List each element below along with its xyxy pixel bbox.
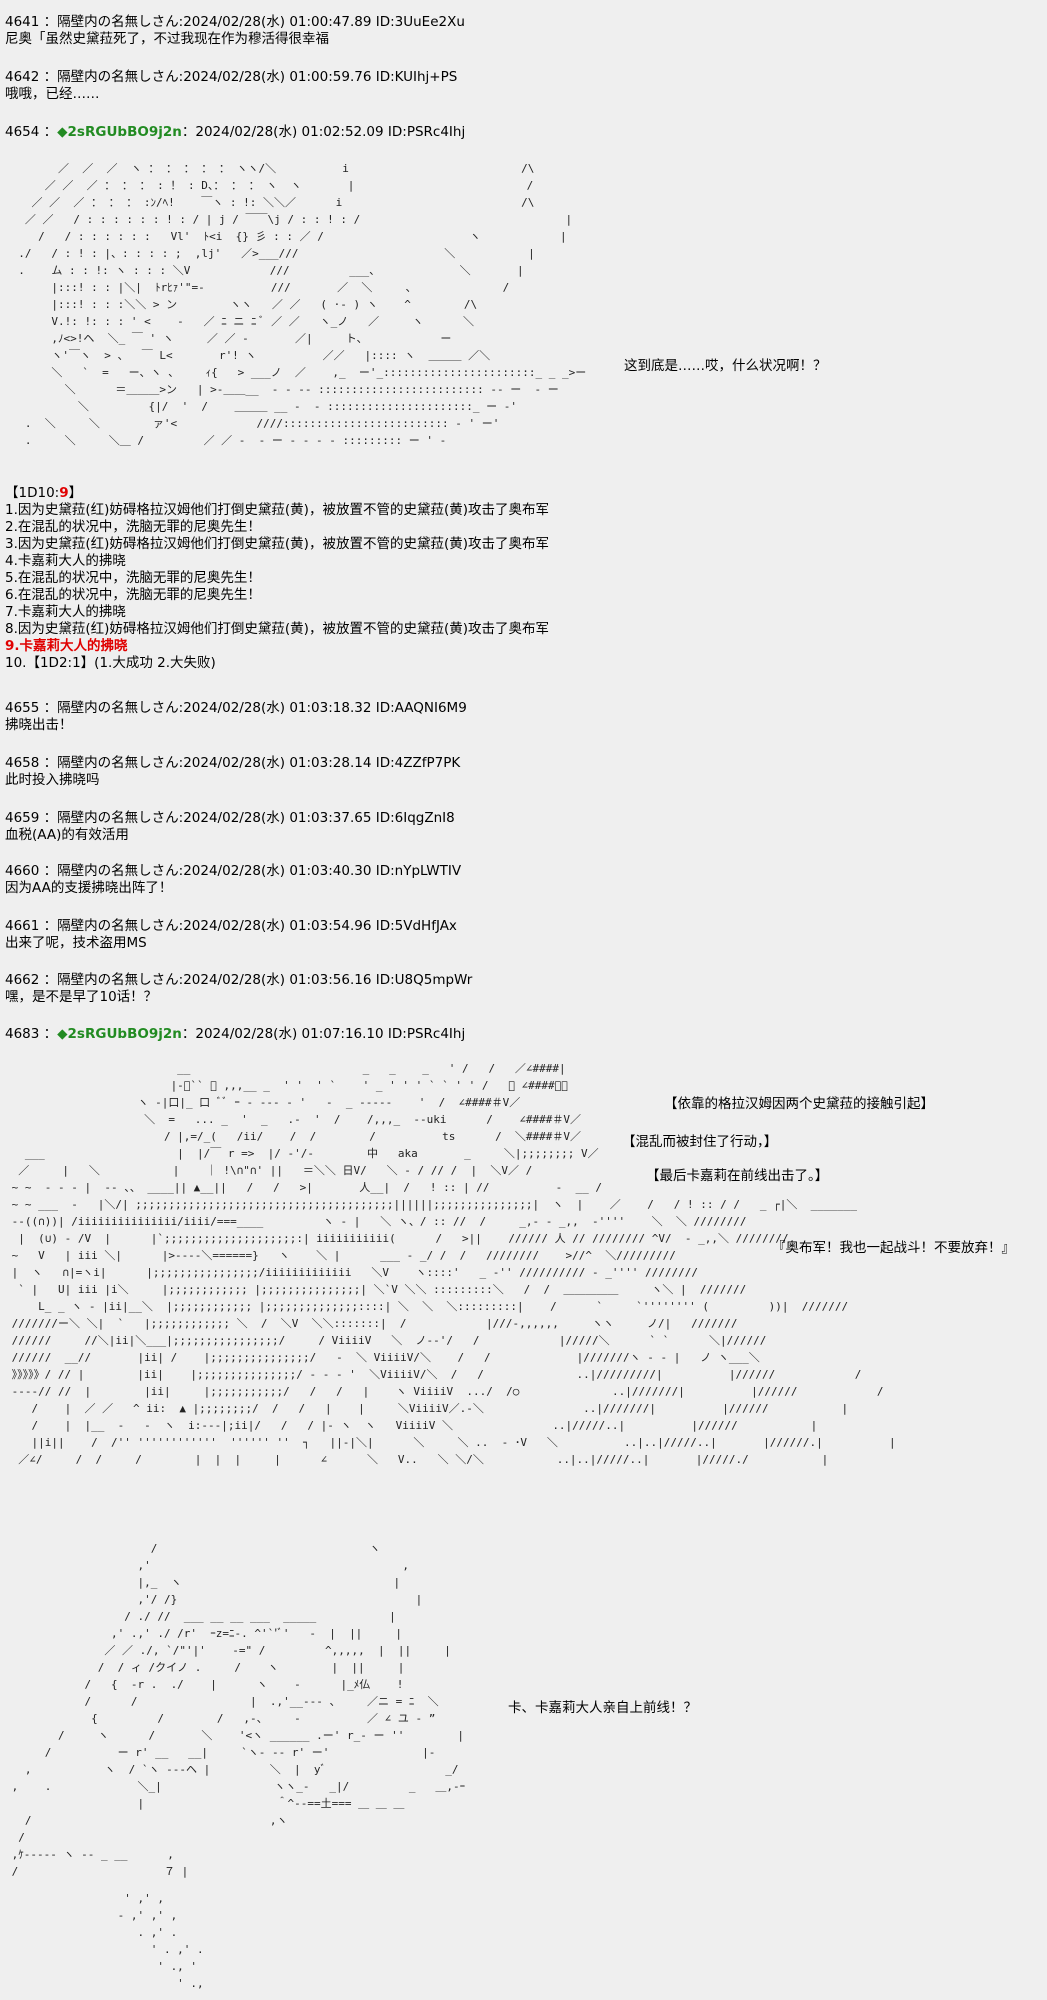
dice-value: 9 [59,485,69,501]
post-text: 哦哦，已经…… [5,86,100,102]
post: 4654 ：◆2sRGUbBO9j2n：2024/02/28(水) 01:02:… [5,124,465,141]
post-text: 血税(AA)的有效活用 [5,827,129,843]
dice-header-open: 【1D10: [5,485,60,501]
post: 4658 ：隔壁内の名無しさん:2024/02/28(水) 01:03:28.1… [5,755,460,789]
post: 4661 ：隔壁内の名無しさん:2024/02/28(水) 01:03:54.9… [5,918,457,952]
list-item: 10.【1D2:1】(1.大成功 2.大失败) [5,655,216,671]
dice-header: 【1D10:9】 [5,485,549,502]
post-meta: ：2024/02/28(水) 01:02:52.09 ID:PSRc4Ihj [181,124,466,140]
narration-caption: 【混乱而被封住了行动，】 [622,1134,778,1150]
post-text: 出来了呢，技术盗用MS [5,935,147,951]
dialogue-caption: 『奥布军！我也一起战斗！不要放弃！』 [772,1240,1015,1256]
ascii-art-panel-2: __ _ _ _ ' / / ／∠####| |-ﾞ`` ｰ ,,,__ _ '… [11,1062,896,1466]
ascii-art-panel-3: / ヽ ,' , |,_ ヽ | ,'/ /} [11,1542,466,1878]
post-header: 4659 ：隔壁内の名無しさん:2024/02/28(水) 01:03:37.6… [5,810,455,826]
list-item: 3.因为史黛菈(红)妨碍格拉汉姆他们打倒史黛菈(黄)，被放置不管的史黛菈(黄)攻… [5,536,549,552]
post-header: 4658 ：隔壁内の名無しさん:2024/02/28(水) 01:03:28.1… [5,755,461,771]
post-number: 4654 ： [5,124,58,140]
dialogue-caption: 卡、卡嘉莉大人亲自上前线！？ [508,1700,697,1716]
post-text: 嘿，是不是早了10话！？ [5,989,158,1005]
post-text: 因为AA的支援拂晓出阵了！ [5,880,173,896]
narration-caption: 【最后卡嘉莉在前线出击了。】 [646,1168,829,1184]
post: 4660 ：隔壁内の名無しさん:2024/02/28(水) 01:03:40.3… [5,863,461,897]
list-item-selected: 9.卡嘉莉大人的拂晓 [5,638,128,654]
ascii-art-panel-4: ' ,' , ‐ ,' ,' , . ,' . ' . ,' .. ' ., '… [117,1892,205,1990]
post: 4683 ：◆2sRGUbBO9j2n：2024/02/28(水) 01:07:… [5,1026,465,1043]
post-header: 4654 ：◆2sRGUbBO9j2n：2024/02/28(水) 01:02:… [5,124,465,141]
post-text: 尼奥「虽然史黛菈死了，不过我现在作为穆活得很幸福 [5,31,329,47]
post-header: 4662 ：隔壁内の名無しさん:2024/02/28(水) 01:03:56.1… [5,972,473,988]
list-item: 8.因为史黛菈(红)妨碍格拉汉姆他们打倒史黛菈(黄)，被放置不管的史黛菈(黄)攻… [5,621,549,637]
post: 4662 ：隔壁内の名無しさん:2024/02/28(水) 01:03:56.1… [5,972,472,1006]
narration-caption: 【依靠的格拉汉姆因两个史黛菈的接触引起】 [664,1096,934,1112]
post: 4641 ：隔壁内の名無しさん:2024/02/28(水) 01:00:47.8… [5,14,465,48]
dice-header-close: 】 [68,485,83,501]
post-text: 拂晓出击！ [5,717,73,733]
post-text: 此时投入拂晓吗 [5,772,100,788]
list-item: 7.卡嘉莉大人的拂晓 [5,604,126,620]
dice-result-list: 【1D10:9】 1.因为史黛菈(红)妨碍格拉汉姆他们打倒史黛菈(黄)，被放置不… [5,485,549,672]
post-number: 4683 ： [5,1026,58,1042]
dialogue-caption: 这到底是……哎，什么状况啊！？ [624,358,827,374]
list-item: 5.在混乱的状况中，洗脑无罪的尼奥先生！ [5,570,261,586]
post: 4655 ：隔壁内の名無しさん:2024/02/28(水) 01:03:18.3… [5,700,467,734]
ascii-art-panel-1: ／ ／ ／ ヽ ： ： ： ： ： ヽヽ/＼ i /\ ／ ／ ／ ： ： ： … [18,162,587,447]
op-trip-name: ◆2sRGUbBO9j2n [57,124,182,140]
post: 4659 ：隔壁内の名無しさん:2024/02/28(水) 01:03:37.6… [5,810,455,844]
list-item: 1.因为史黛菈(红)妨碍格拉汉姆他们打倒史黛菈(黄)，被放置不管的史黛菈(黄)攻… [5,502,549,518]
post-header: 4641 ：隔壁内の名無しさん:2024/02/28(水) 01:00:47.8… [5,14,465,30]
post-header: 4683 ：◆2sRGUbBO9j2n：2024/02/28(水) 01:07:… [5,1026,465,1043]
op-trip-name: ◆2sRGUbBO9j2n [57,1026,182,1042]
list-item: 2.在混乱的状况中，洗脑无罪的尼奥先生！ [5,519,261,535]
post-header: 4660 ：隔壁内の名無しさん:2024/02/28(水) 01:03:40.3… [5,863,462,879]
post: 4642 ：隔壁内の名無しさん:2024/02/28(水) 01:00:59.7… [5,69,457,103]
list-item: 6.在混乱的状况中，洗脑无罪的尼奥先生！ [5,587,261,603]
post-meta: ：2024/02/28(水) 01:07:16.10 ID:PSRc4Ihj [181,1026,466,1042]
post-header: 4642 ：隔壁内の名無しさん:2024/02/28(水) 01:00:59.7… [5,69,458,85]
post-header: 4661 ：隔壁内の名無しさん:2024/02/28(水) 01:03:54.9… [5,918,457,934]
post-header: 4655 ：隔壁内の名無しさん:2024/02/28(水) 01:03:18.3… [5,700,467,716]
list-item: 4.卡嘉莉大人的拂晓 [5,553,126,569]
